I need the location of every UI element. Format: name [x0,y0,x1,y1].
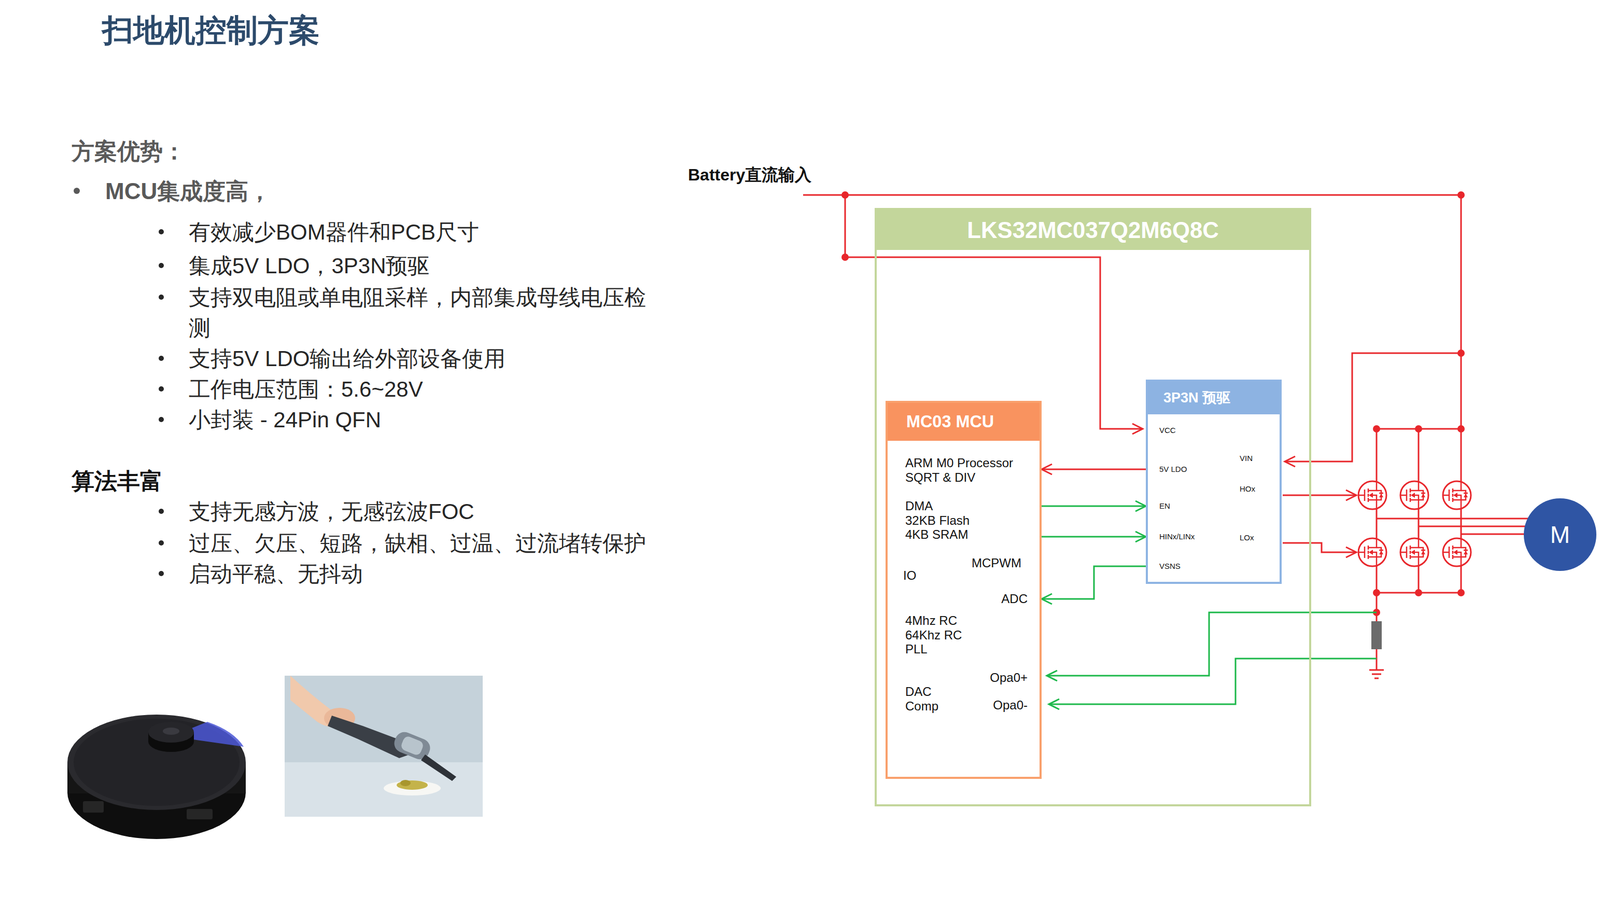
text-label: 支持双电阻或单电阻采样，内部集成母线电压检测 [188,282,656,344]
pin-label: DAC Comp [905,684,939,713]
block-box: MC03 MCU ARM M0 Processor SQRT & DIV DMA 3… [885,400,1042,779]
bullet-dot [158,229,164,235]
pin-label: EN [1159,501,1171,511]
pin-label: VIN [1239,453,1253,463]
pin-label: ADC [1001,591,1028,607]
pin-label: VCC [1159,425,1176,435]
text-label: 支持5V LDO输出给外部设备使用 [188,343,506,374]
bullet-dot [158,540,164,546]
text-label: 过压、欠压、短路，缺相、过温、过流堵转保护 [188,527,647,559]
signal-connector [1041,468,1146,471]
block-box: LKS32MC037Q2M6Q8C MC03 MCU ARM M0 Processo… [874,207,1312,807]
bullet-dot [73,187,80,194]
text-label: 小封装 - 24Pin QFN [188,404,382,435]
pin-label: IO [903,568,917,583]
pin-label: LOx [1239,532,1255,542]
text-label: MCU集成度高， [105,175,272,207]
power-wiring [803,194,1530,679]
pin-label: HOx [1239,484,1256,494]
pin-label: Opa0- [992,697,1028,713]
bullet-dot [158,386,164,392]
box-title: 3P3N 预驱 [1147,381,1280,415]
signal-connector [1041,536,1146,538]
box-title: MC03 MCU [887,402,1040,441]
signal-connector [1041,505,1146,508]
text-label: 支持无感方波，无感弦波FOC [188,496,475,527]
motor-circle: M [1523,498,1597,571]
bullet-dot [158,570,164,577]
signal-connector [1041,566,1146,599]
junction-dots [841,191,1465,616]
robot-vacuum-photo [67,714,246,839]
pin-label: Opa0+ [989,670,1028,685]
pin-label: HINx/LINx [1159,531,1195,541]
box-title: LKS32MC037Q2M6Q8C [876,209,1310,250]
pin-label: 4Mhz RC 64Khz RC PLL [905,613,962,657]
shunt-resistor [1371,621,1382,650]
bullet-dot [158,416,164,423]
box-header: MC03 MCU [887,402,1040,441]
box-header: 3P3N 预驱 [1147,381,1280,415]
text-label: 方案优势： [71,135,186,167]
text-label: 启动平稳、无抖动 [188,558,363,589]
handheld-vacuum-photo [284,675,483,817]
mosfet-bridge [1358,481,1471,567]
pin-label: VSNS [1159,561,1181,571]
box-header: LKS32MC037Q2M6Q8C [876,209,1310,250]
bullet-dot [158,262,164,269]
bullet-dot [158,294,164,300]
pin-label: MCPWM [971,555,1022,571]
text-label: 算法丰富 [71,465,163,497]
block-box: 3P3N 预驱 VCC 5V LDO EN HINx/LINxVSNS VIN HOxLOx [1145,379,1282,584]
sense-wiring [1046,612,1377,705]
text-label: 集成5V LDO，3P3N预驱 [188,250,430,282]
pin-label: DMA 32KB Flash 4KB SRAM [905,498,970,542]
motor-label: M [1523,498,1597,571]
pin-label: ARM M0 Processor SQRT & DIV [905,455,1014,485]
text-label: Battery直流输入 [688,164,812,185]
pin-label: 5V LDO [1159,464,1187,474]
page-title: 扫地机控制方案 [102,11,320,50]
text-label: 工作电压范围：5.6~28V [188,373,424,405]
bullet-dot [158,508,164,514]
text-label: 有效减少BOM器件和PCB尺寸 [188,216,480,248]
bullet-dot [158,355,164,361]
